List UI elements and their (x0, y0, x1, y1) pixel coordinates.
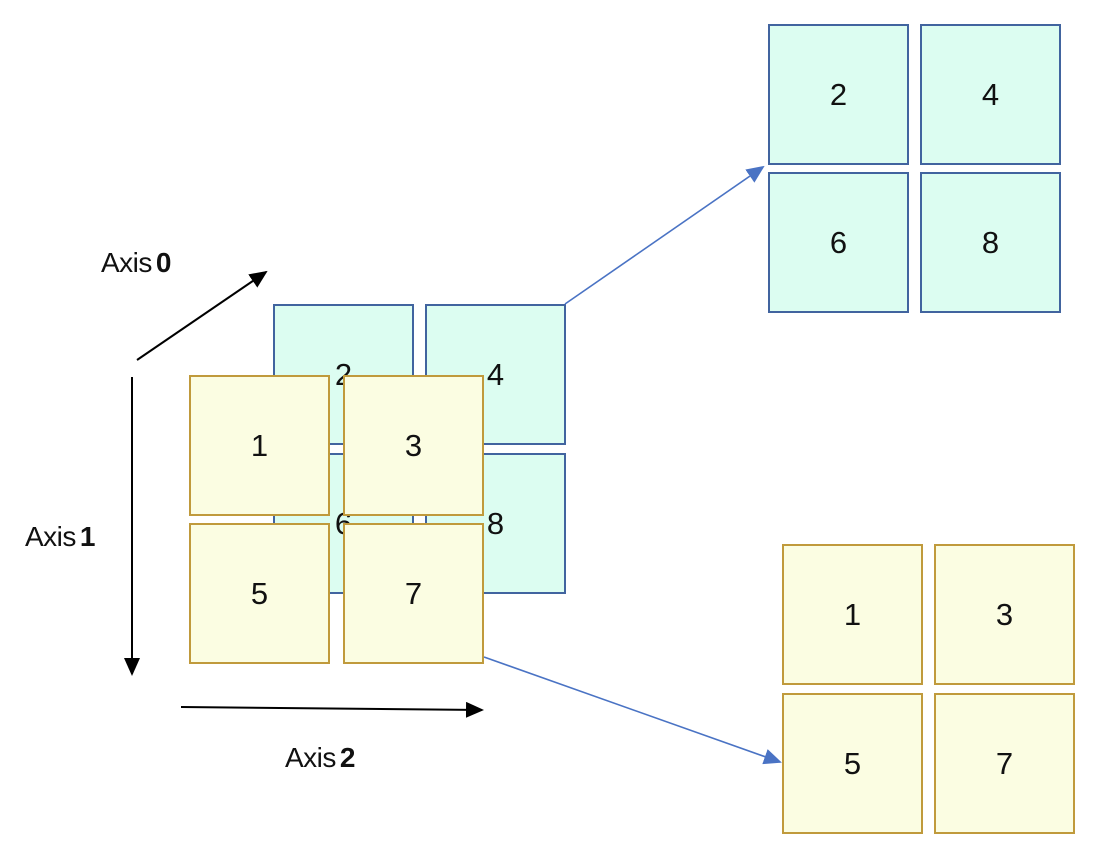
stack-front-cell-1: 1 (189, 375, 330, 516)
axis-2-arrow (180, 701, 484, 718)
output-bottom-cell-3: 3 (934, 544, 1075, 685)
cell-value: 1 (843, 596, 862, 632)
axis-0-index: 0 (155, 247, 172, 278)
output-bottom-cell-7: 7 (934, 693, 1075, 834)
cell-value: 7 (995, 745, 1014, 781)
connector-top-arrow (564, 165, 765, 305)
axis-1-index: 1 (79, 521, 96, 552)
cell-value: 1 (250, 427, 269, 463)
cell-value: 6 (829, 224, 848, 260)
cell-value: 5 (843, 745, 862, 781)
cell-value: 8 (486, 505, 505, 541)
cell-value: 5 (250, 575, 269, 611)
cell-value: 4 (486, 356, 505, 392)
cell-value: 8 (981, 224, 1000, 260)
output-top-cell-2: 2 (768, 24, 909, 165)
axis-0-word: Axis (101, 247, 152, 278)
output-bottom-cell-1: 1 (782, 544, 923, 685)
connector-bottom-arrow (483, 656, 782, 765)
cell-value: 3 (995, 596, 1014, 632)
cell-value: 3 (404, 427, 423, 463)
output-top-cell-8: 8 (920, 172, 1061, 313)
cell-value: 7 (404, 575, 423, 611)
axis-2-index: 2 (339, 742, 356, 773)
output-bottom-cell-5: 5 (782, 693, 923, 834)
axis-0-arrow (136, 270, 268, 361)
cell-value: 2 (829, 76, 848, 112)
axis-2-word: Axis (285, 742, 336, 773)
output-top-cell-4: 4 (920, 24, 1061, 165)
axis-1-word: Axis (25, 521, 76, 552)
cell-value: 4 (981, 76, 1000, 112)
output-top-cell-6: 6 (768, 172, 909, 313)
stack-front-cell-5: 5 (189, 523, 330, 664)
stack-front-cell-7: 7 (343, 523, 484, 664)
stack-front-cell-3: 3 (343, 375, 484, 516)
